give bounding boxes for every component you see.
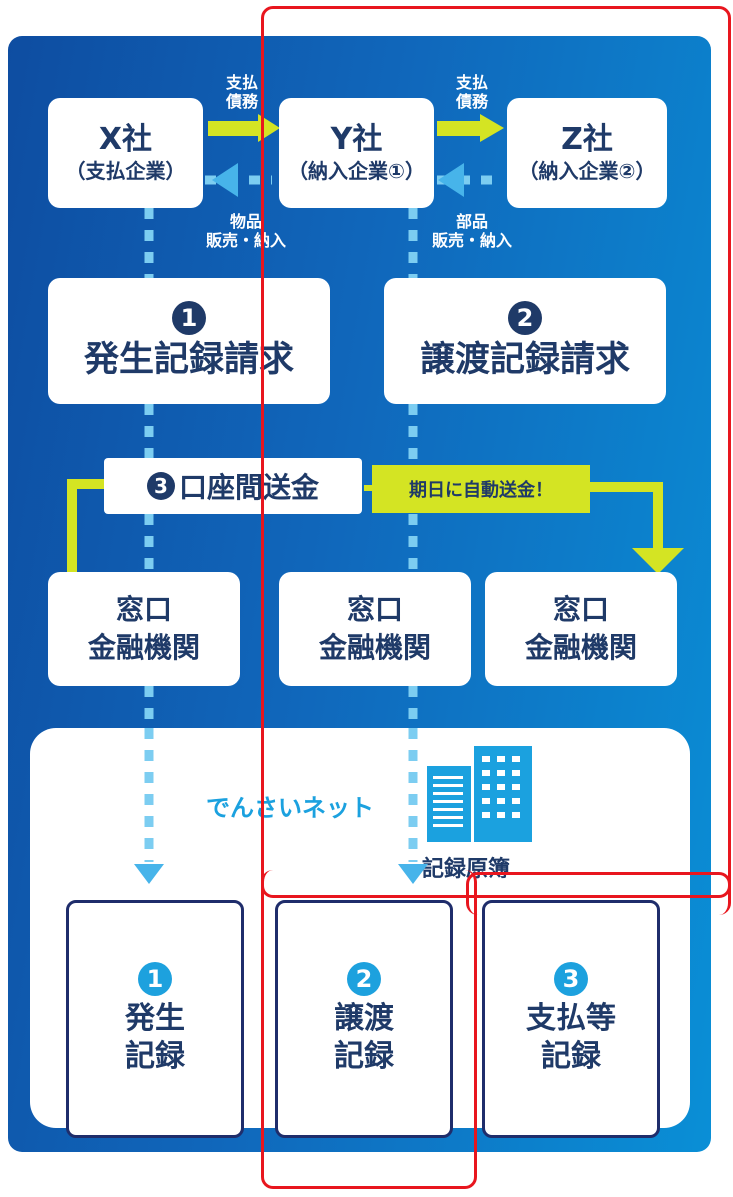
label-goods-sale: 物品 販売・納入 [205, 212, 286, 250]
payment-arrow-shaft-2 [437, 121, 483, 136]
label-parts-sale: 部品 販売・納入 [431, 212, 512, 250]
company-y-name: Y社 [330, 122, 383, 157]
record-3-line1: 支払等 [526, 1001, 616, 1036]
ledger-arrow-right-icon [398, 864, 428, 884]
arrow-left-goods-icon [212, 163, 238, 197]
company-z-name: Z社 [561, 122, 613, 157]
bank-1-line2: 金融機関 [87, 631, 200, 664]
company-z-role: （納入企業②） [518, 159, 656, 183]
request-1-box: 1 発生記録請求 [48, 278, 330, 404]
record-1-line1: 発生 [125, 1001, 185, 1036]
record-2-line1: 譲渡 [334, 1001, 394, 1036]
bank-2-box: 窓口 金融機関 [279, 572, 471, 686]
highlight-frame-record3 [466, 872, 731, 915]
label-payment-xy: 支払 債務 [225, 73, 258, 111]
record-1-box: 1 発生 記録 [66, 900, 244, 1138]
request-2-number: 2 [508, 301, 542, 335]
company-y-box: Y社 （納入企業①） [279, 98, 434, 208]
auto-remit-badge: 期日に自動送金！ [372, 465, 590, 513]
record-3-line2: 記録 [541, 1039, 601, 1074]
request-2-box: 2 譲渡記録請求 [384, 278, 666, 404]
payment-arrow-shaft-1 [208, 121, 260, 136]
remit-bracket-left [67, 479, 104, 572]
bank-2-line1: 窓口 [346, 593, 403, 626]
remittance-label-box: 3 口座間送金 [104, 458, 362, 514]
company-x-box: X社 （支払企業） [48, 98, 203, 208]
remittance-number: 3 [146, 472, 175, 500]
arrow-left-parts-icon [438, 163, 464, 197]
densai-net-label: でんさいネット [206, 794, 374, 822]
remit-arrow-down-icon [632, 548, 684, 574]
bank-3-box: 窓口 金融機関 [485, 572, 677, 686]
label-payment-yz: 支払 債務 [455, 73, 488, 111]
bank-3-line2: 金融機関 [524, 631, 637, 664]
record-1-number: 1 [138, 962, 172, 996]
record-2-line2: 記録 [334, 1039, 394, 1074]
record-3-box: 3 支払等 記録 [482, 900, 660, 1138]
request-1-title: 発生記録請求 [83, 340, 294, 380]
remit-bracket-right [590, 482, 663, 556]
highlight-frame-upper [261, 6, 731, 898]
company-y-role: （納入企業①） [288, 159, 425, 183]
bank-3-line1: 窓口 [552, 593, 609, 626]
bank-2-line2: 金融機関 [318, 631, 431, 664]
bank-1-line1: 窓口 [115, 593, 172, 626]
request-2-title: 譲渡記録請求 [419, 340, 630, 380]
bank-1-box: 窓口 金融機関 [48, 572, 240, 686]
record-2-box: 2 譲渡 記録 [275, 900, 453, 1138]
remittance-label: 口座間送金 [178, 471, 319, 504]
company-x-role: （支払企業） [65, 159, 186, 183]
request-1-number: 1 [172, 301, 206, 335]
record-1-line2: 記録 [125, 1039, 185, 1074]
ledger-arrow-left-icon [134, 864, 164, 884]
highlight-frame-lower [261, 870, 477, 1189]
company-z-box: Z社 （納入企業②） [507, 98, 667, 208]
record-2-number: 2 [347, 962, 381, 996]
company-x-name: X社 [98, 122, 153, 157]
record-3-number: 3 [554, 962, 588, 996]
ledger-building-icon [427, 746, 532, 842]
payment-arrow-yz-icon [480, 114, 504, 142]
